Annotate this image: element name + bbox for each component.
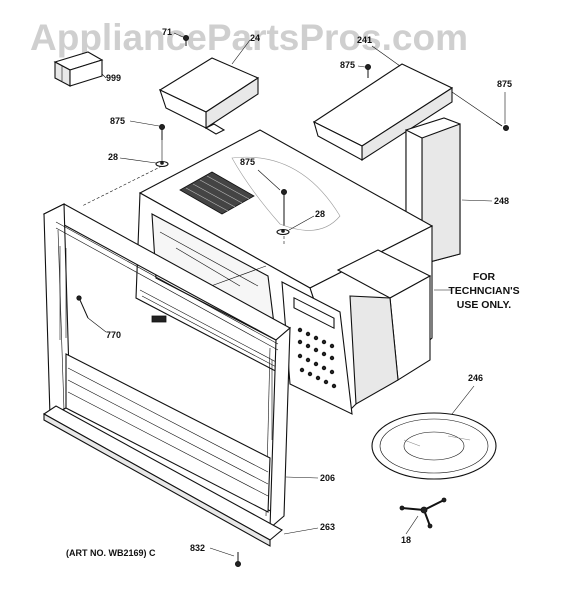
technician-note: FOR TECHNCIAN'S USE ONLY. bbox=[448, 271, 519, 311]
label-999: 999 bbox=[106, 73, 121, 83]
screw-875-top bbox=[364, 64, 371, 78]
clip-28-left bbox=[155, 160, 169, 168]
label-875-top: 875 bbox=[340, 60, 355, 70]
label-71: 71 bbox=[162, 27, 172, 37]
label-875-left: 875 bbox=[110, 116, 125, 126]
screw-71 bbox=[182, 35, 189, 46]
part-18-support bbox=[399, 497, 447, 529]
clip-28-center bbox=[276, 228, 290, 236]
part-246-turntable bbox=[371, 412, 497, 480]
rear-housing bbox=[336, 249, 432, 405]
label-24: 24 bbox=[250, 33, 260, 43]
label-263: 263 bbox=[320, 522, 335, 532]
label-241: 241 bbox=[357, 35, 372, 45]
label-206: 206 bbox=[320, 473, 335, 483]
label-770: 770 bbox=[106, 330, 121, 340]
part-24-cover bbox=[158, 57, 260, 135]
label-18: 18 bbox=[401, 535, 411, 545]
part-999-box bbox=[53, 51, 104, 87]
screw-875-right bbox=[495, 121, 509, 132]
part-241-cover bbox=[312, 63, 454, 162]
note-line-2: TECHNCIAN'S bbox=[448, 285, 519, 297]
screw-832 bbox=[234, 552, 241, 568]
watermark: AppliancePartsPros.com bbox=[30, 17, 468, 58]
note-line-1: FOR bbox=[473, 271, 496, 283]
art-number: (ART NO. WB2169) C bbox=[66, 548, 156, 558]
label-248: 248 bbox=[494, 196, 509, 206]
label-28-left: 28 bbox=[108, 152, 118, 162]
label-875-center: 875 bbox=[240, 157, 255, 167]
label-832: 832 bbox=[190, 543, 205, 553]
label-875-right: 875 bbox=[497, 79, 512, 89]
control-keypad bbox=[297, 327, 337, 389]
part-263-trim-strip bbox=[42, 405, 283, 547]
label-28-center: 28 bbox=[315, 209, 325, 219]
label-246: 246 bbox=[468, 373, 483, 383]
screw-875-left bbox=[158, 124, 165, 140]
note-line-3: USE ONLY. bbox=[457, 299, 512, 311]
screw-875-center bbox=[280, 188, 287, 226]
screw-770 bbox=[76, 295, 89, 319]
